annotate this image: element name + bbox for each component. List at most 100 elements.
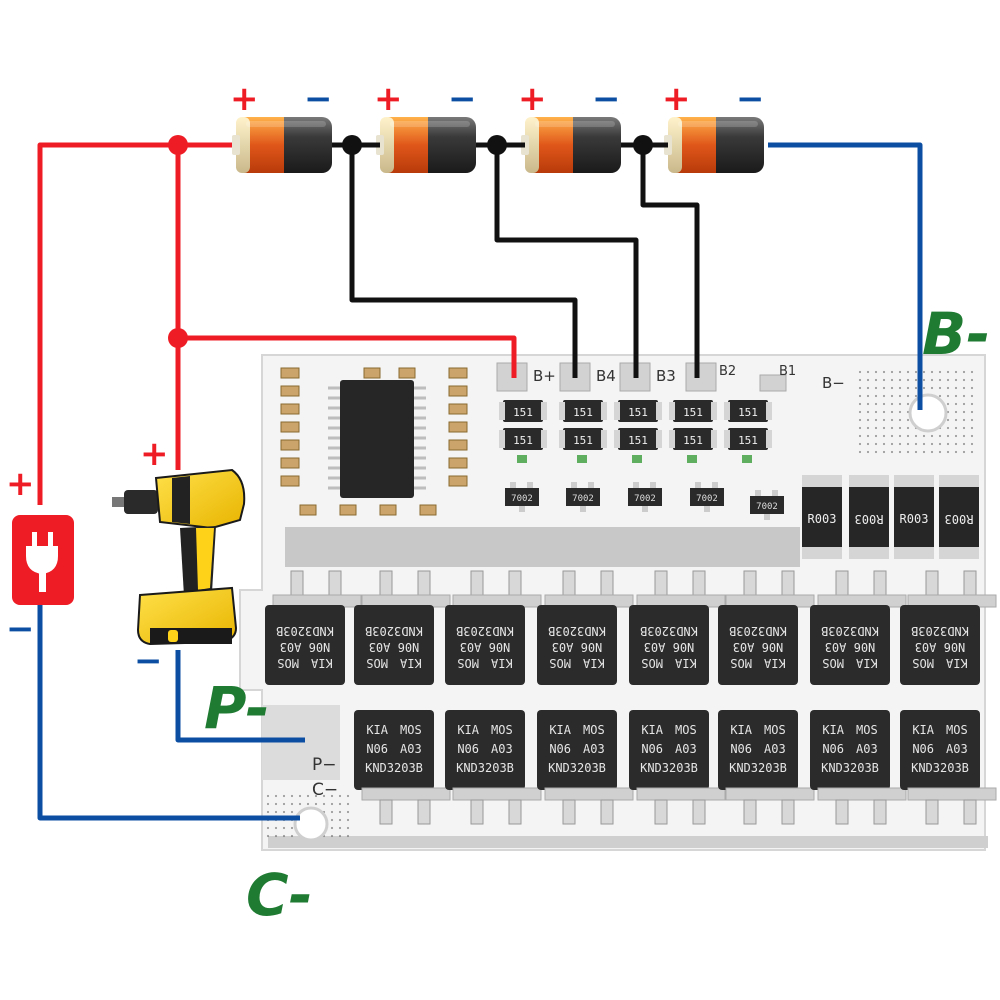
mosfet-label-code-right: A03 bbox=[764, 742, 786, 756]
mosfet-label-type: MOS bbox=[764, 723, 786, 737]
cell-minus-sign: − bbox=[592, 79, 621, 119]
battery-cell-icon bbox=[664, 117, 764, 173]
resistor-151-label: 151 bbox=[628, 434, 648, 447]
pad-b-plus-label: B+ bbox=[533, 367, 556, 385]
c-minus-callout: C- bbox=[246, 861, 313, 929]
mosfet-label-type: MOS bbox=[641, 656, 663, 670]
resistor-151-label: 151 bbox=[513, 406, 533, 419]
mosfet-label-brand: KIA bbox=[730, 723, 752, 737]
mosfet-label-type: MOS bbox=[822, 656, 844, 670]
cordless-drill-icon bbox=[112, 468, 246, 646]
bms-pcb: B+ B4 B3 B2 B1 B− 151 151 151 151 bbox=[239, 354, 997, 851]
wire-b-plus-sense bbox=[178, 335, 517, 378]
resistor-151-label: 151 bbox=[513, 434, 533, 447]
mosfet-label-type: MOS bbox=[549, 656, 571, 670]
mosfet-label-brand: KIA bbox=[822, 723, 844, 737]
mosfet-label-type: MOS bbox=[400, 723, 422, 737]
cell-minus-sign: − bbox=[736, 79, 765, 119]
mosfet-label-type: MOS bbox=[946, 723, 968, 737]
b-minus-callout: B- bbox=[922, 300, 990, 368]
resistor-151-label: 151 bbox=[738, 406, 758, 419]
mosfet-label-brand: KIA bbox=[490, 656, 512, 670]
pad-b2 bbox=[685, 362, 717, 392]
mosfet-label-code-left: N06 bbox=[366, 742, 388, 756]
transistor-7002-label: 7002 bbox=[572, 494, 594, 504]
cell-plus-sign: + bbox=[662, 79, 691, 119]
b-minus-mount-hole bbox=[908, 393, 948, 433]
wire-drill-negative bbox=[175, 650, 305, 743]
wire-charger-negative bbox=[37, 605, 300, 821]
mosfet-label-brand: KIA bbox=[582, 656, 604, 670]
mosfet-label-code-left: N06 bbox=[457, 742, 479, 756]
mosfet-label-brand: KIA bbox=[641, 723, 663, 737]
wire-b3-balance bbox=[494, 143, 639, 378]
mosfet-label-part: KND3203B bbox=[911, 624, 969, 638]
mosfet-label-brand: KIA bbox=[457, 723, 479, 737]
mosfet-label-type: MOS bbox=[491, 723, 513, 737]
mosfet-label-brand: KIA bbox=[366, 723, 388, 737]
charger-minus-sign: − bbox=[6, 609, 35, 649]
mosfet-label-code: N06 A03 bbox=[460, 640, 511, 654]
mosfet-label-code-right: A03 bbox=[856, 742, 878, 756]
junction-dot bbox=[342, 135, 362, 155]
mosfet-label-part: KND3203B bbox=[821, 624, 879, 638]
mosfet-label-part: KND3203B bbox=[365, 761, 423, 775]
shunt-r003-label: R003 bbox=[900, 512, 929, 526]
pcb-p-minus-label: P− bbox=[312, 755, 337, 775]
shunt-r003-label: R003 bbox=[808, 512, 837, 526]
mosfet-label-type: MOS bbox=[730, 656, 752, 670]
junction-dot bbox=[633, 135, 653, 155]
mosfet-label-part: KND3203B bbox=[365, 624, 423, 638]
pad-b4-label: B4 bbox=[596, 367, 616, 385]
mosfet-label-type: MOS bbox=[277, 656, 299, 670]
mosfet-label-code-right: A03 bbox=[491, 742, 513, 756]
mosfet-row-bottom: KIA MOS N06 A03 KND3203B KIA MOS N06 A03… bbox=[353, 709, 997, 825]
wire-b4-balance bbox=[349, 143, 578, 378]
mosfet-label-code: N06 A03 bbox=[915, 640, 966, 654]
drill-minus-sign: − bbox=[134, 641, 163, 681]
mosfet-label-code-right: A03 bbox=[583, 742, 605, 756]
mosfet-label-part: KND3203B bbox=[548, 761, 606, 775]
cell-plus-sign: + bbox=[230, 79, 259, 119]
pad-b1 bbox=[759, 374, 787, 392]
battery-cell-icon bbox=[232, 117, 332, 173]
bms-controller-ic bbox=[340, 380, 414, 498]
mosfet-label-part: KND3203B bbox=[640, 624, 698, 638]
mosfet-label-part: KND3203B bbox=[911, 761, 969, 775]
shunt-resistors: R003 R003 R003 R003 bbox=[802, 475, 979, 559]
mosfet-label-code-left: N06 bbox=[822, 742, 844, 756]
junction-dot bbox=[168, 328, 188, 348]
mosfet-label-brand: KIA bbox=[674, 656, 696, 670]
transistor-7002-label: 7002 bbox=[696, 494, 718, 504]
junction-dot bbox=[168, 135, 188, 155]
mosfet-label-brand: KIA bbox=[945, 656, 967, 670]
mosfet-label-part: KND3203B bbox=[456, 761, 514, 775]
battery-pack bbox=[232, 117, 764, 173]
mosfet-label-brand: KIA bbox=[763, 656, 785, 670]
pcb-c-minus-label: C− bbox=[312, 780, 338, 800]
c-minus-mount-hole bbox=[293, 806, 329, 842]
mosfet-label-part: KND3203B bbox=[548, 624, 606, 638]
transistor-7002-label: 7002 bbox=[634, 494, 656, 504]
mosfet-label-brand: KIA bbox=[912, 723, 934, 737]
mosfet-label-brand: KIA bbox=[310, 656, 332, 670]
mosfet-label-brand: KIA bbox=[399, 656, 421, 670]
mosfet-row-top: KIA MOS N06 A03 KND3203B KIA MOS N06 A03… bbox=[264, 570, 997, 686]
wire-b2-balance bbox=[640, 143, 700, 378]
pad-b3-label: B3 bbox=[656, 367, 676, 385]
wire-b-minus bbox=[768, 142, 923, 410]
mosfet-label-type: MOS bbox=[583, 723, 605, 737]
power-plug-icon bbox=[12, 515, 74, 605]
mosfet-label-part: KND3203B bbox=[640, 761, 698, 775]
mosfet-label-code: N06 A03 bbox=[552, 640, 603, 654]
junction-dot bbox=[487, 135, 507, 155]
mosfet-label-code: N06 A03 bbox=[369, 640, 420, 654]
cell-plus-sign: + bbox=[518, 79, 547, 119]
battery-cell-icon bbox=[521, 117, 621, 173]
mosfet-label-code-left: N06 bbox=[549, 742, 571, 756]
mosfet-label-brand: KIA bbox=[855, 656, 877, 670]
mosfet-label-code: N06 A03 bbox=[733, 640, 784, 654]
mosfet-label-part: KND3203B bbox=[456, 624, 514, 638]
mosfet-label-part: KND3203B bbox=[729, 624, 787, 638]
